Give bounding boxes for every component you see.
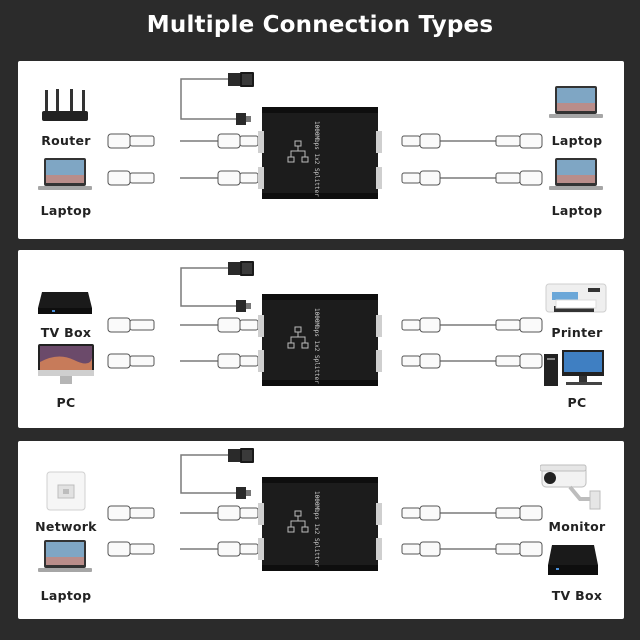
connection-panel-2: 1000Mbps 1x2 Splitter TV Box PC Printer … xyxy=(18,250,624,428)
cables xyxy=(107,261,543,369)
imac-icon xyxy=(38,344,94,384)
cables xyxy=(107,72,543,186)
usb-a-connector xyxy=(228,448,254,463)
security-camera-icon xyxy=(540,464,601,510)
device-label: Laptop xyxy=(40,588,92,603)
device-label: PC xyxy=(567,395,587,410)
network-icon xyxy=(287,326,309,349)
rj45-plug xyxy=(107,133,543,186)
device-label: Laptop xyxy=(551,133,603,148)
micro-usb-connector xyxy=(236,487,251,499)
micro-usb-connector xyxy=(236,300,251,312)
tv-box-icon xyxy=(38,292,92,314)
usb-a-connector xyxy=(228,261,254,276)
desktop-pc-icon xyxy=(544,350,604,386)
splitter-box: 1000Mbps 1x2 Splitter xyxy=(258,107,382,199)
device-label: TV Box xyxy=(551,588,603,603)
splitter-label: 1000Mbps 1x2 Splitter xyxy=(313,308,320,384)
laptop-icon xyxy=(549,86,603,118)
device-label: Network xyxy=(35,519,97,534)
device-label: Printer xyxy=(551,325,603,340)
network-icon xyxy=(287,510,309,533)
device-label: TV Box xyxy=(40,325,92,340)
connection-panel-1: 1000Mbps 1x2 Splitter Router Laptop Lapt… xyxy=(18,61,624,239)
laptop-icon xyxy=(38,158,92,190)
splitter-box: 1000Mbps 1x2 Splitter xyxy=(258,477,382,571)
wall-socket-icon xyxy=(46,471,86,511)
printer-icon xyxy=(545,283,607,313)
connection-panel-3: 1000Mbps 1x2 Splitter Network Laptop Mon… xyxy=(18,441,624,619)
usb-a-connector xyxy=(228,72,254,87)
laptop-icon xyxy=(38,540,92,572)
device-label: Router xyxy=(41,133,91,148)
network-icon xyxy=(287,140,309,163)
splitter-label: 1000Mbps 1x2 Splitter xyxy=(313,491,320,567)
device-label: Monitor xyxy=(548,519,606,534)
tv-box-icon xyxy=(548,545,598,575)
splitter-label: 1000Mbps 1x2 Splitter xyxy=(313,121,320,197)
rj45-plug xyxy=(107,505,543,557)
device-label: Laptop xyxy=(40,203,92,218)
device-label: PC xyxy=(56,395,76,410)
rj45-plug xyxy=(107,317,543,369)
cables xyxy=(107,448,543,557)
router-icon xyxy=(42,89,88,121)
laptop-icon xyxy=(549,158,603,190)
page-title: Multiple Connection Types xyxy=(146,12,494,38)
device-label: Laptop xyxy=(551,203,603,218)
micro-usb-connector xyxy=(236,113,251,125)
splitter-box: 1000Mbps 1x2 Splitter xyxy=(258,294,382,386)
